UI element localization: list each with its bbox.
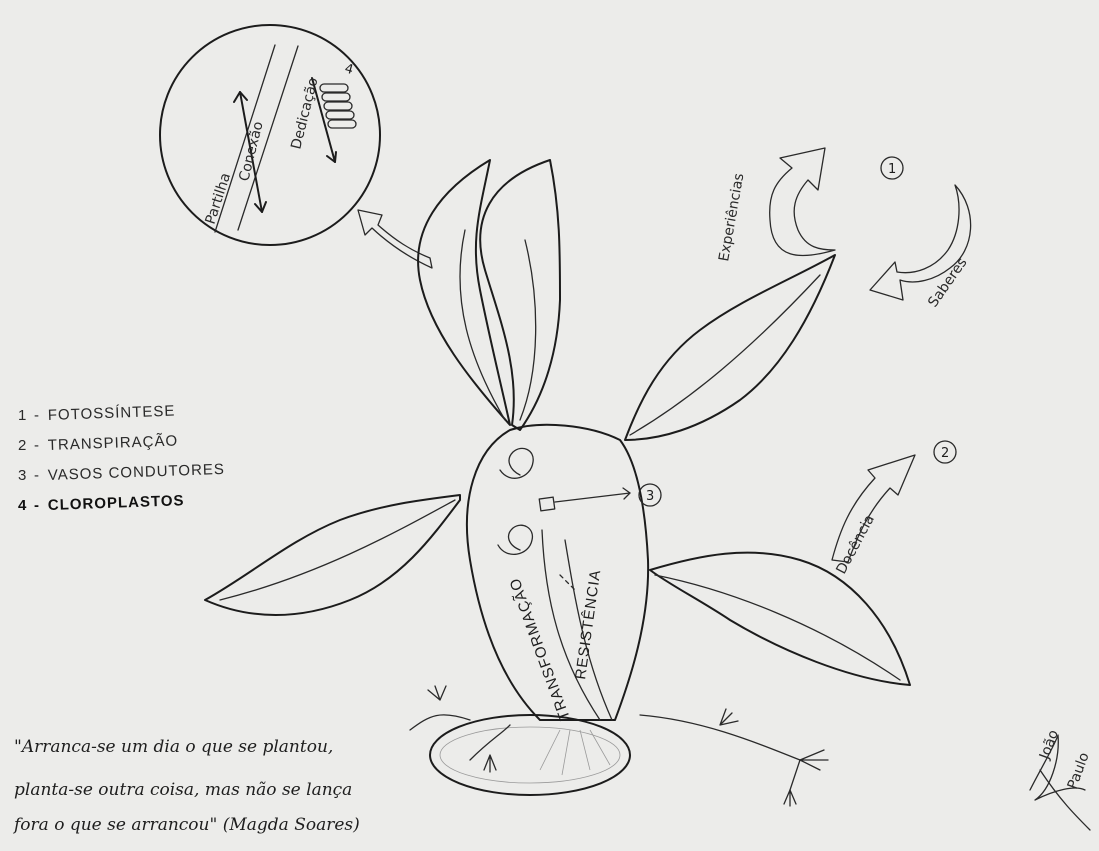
quote-line-1: "Arranca-se um dia o que se plantou, [14,737,333,757]
legend-num-1: 1 [18,407,27,424]
svg-text:-: - [34,497,40,514]
cycle-number-1: 1 [888,162,896,177]
svg-text:-: - [34,407,40,424]
svg-text:-: - [34,437,40,454]
svg-text:-: - [34,467,40,484]
legend-num-4: 4 [18,497,27,514]
vessel-number-3: 3 [646,489,654,504]
legend-num-2: 2 [18,437,27,454]
quote: "Arranca-se um dia o que se plantou, pla… [12,737,360,835]
legend-num-3: 3 [18,467,27,484]
quote-line-2: planta-se outra coisa, mas não se lança [14,780,352,800]
quote-line-3: fora o que se arrancou" (Magda Soares) [12,815,360,835]
docencia-number-2: 2 [941,446,949,461]
